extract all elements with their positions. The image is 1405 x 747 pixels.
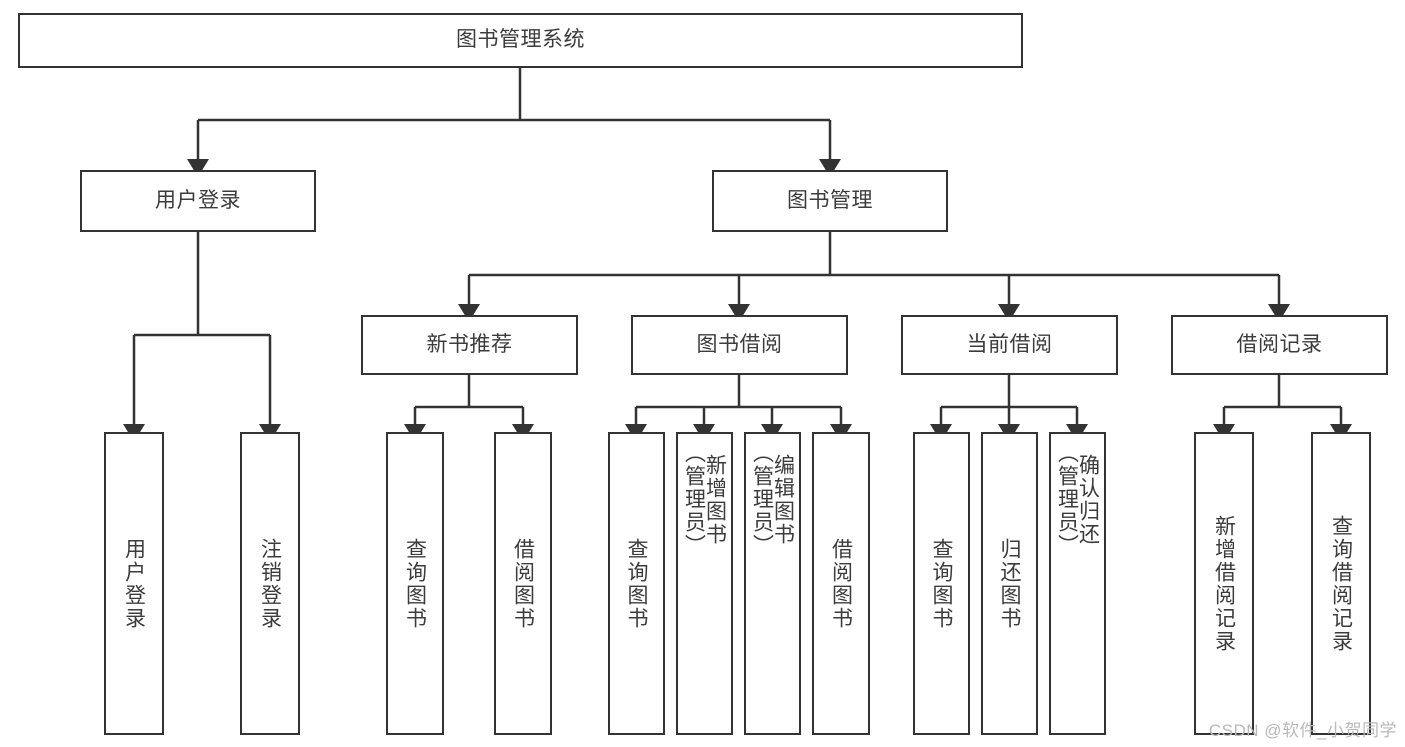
node-book-manage-label: 图书管理 (787, 188, 873, 212)
node-leaf-logout-label: 注销登录 (258, 537, 282, 630)
node-new-book-rec[interactable]: 新书推荐 (361, 315, 578, 375)
node-leaf-edit-book[interactable]: 编辑图书 （管理员） (744, 432, 801, 735)
node-leaf-query-book-2[interactable]: 查询图书 (608, 432, 665, 735)
node-leaf-query-record-label: 查询借阅记录 (1329, 514, 1353, 653)
node-leaf-confirm-return[interactable]: 确认归还 （管理员） (1049, 432, 1106, 735)
node-leaf-confirm-return-label: 确认归还 （管理员） (1055, 442, 1100, 557)
node-leaf-borrow-book-2[interactable]: 借阅图书 (812, 432, 870, 735)
node-current-borrow-label: 当前借阅 (966, 332, 1053, 356)
node-book-manage[interactable]: 图书管理 (712, 170, 948, 232)
node-book-borrow-label: 图书借阅 (696, 332, 783, 356)
node-leaf-borrow-book-1-label: 借阅图书 (511, 537, 535, 630)
node-leaf-return-book[interactable]: 归还图书 (981, 432, 1038, 735)
node-borrow-record-label: 借阅记录 (1236, 332, 1323, 356)
node-leaf-user-login[interactable]: 用户登录 (104, 432, 164, 735)
node-leaf-add-book[interactable]: 新增图书 （管理员） (676, 432, 733, 735)
node-root-label: 图书管理系统 (456, 28, 585, 52)
node-leaf-edit-book-label: 编辑图书 （管理员） (750, 442, 795, 557)
node-leaf-query-book-1[interactable]: 查询图书 (386, 432, 444, 735)
node-leaf-add-record[interactable]: 新增借阅记录 (1194, 432, 1254, 735)
node-leaf-user-login-label: 用户登录 (122, 537, 146, 630)
node-user-login[interactable]: 用户登录 (80, 170, 316, 232)
node-current-borrow[interactable]: 当前借阅 (901, 315, 1118, 375)
node-leaf-query-book-2-label: 查询图书 (625, 537, 648, 630)
node-leaf-query-record[interactable]: 查询借阅记录 (1311, 432, 1371, 735)
node-leaf-borrow-book-1[interactable]: 借阅图书 (494, 432, 552, 735)
node-leaf-return-book-label: 归还图书 (998, 537, 1021, 630)
node-user-login-label: 用户登录 (155, 188, 241, 212)
node-leaf-add-book-label: 新增图书 （管理员） (682, 442, 727, 557)
node-book-borrow[interactable]: 图书借阅 (631, 315, 848, 375)
node-new-book-rec-label: 新书推荐 (426, 332, 513, 356)
node-leaf-query-book-1-label: 查询图书 (403, 537, 427, 630)
node-leaf-query-book-3-label: 查询图书 (930, 537, 953, 630)
node-leaf-logout[interactable]: 注销登录 (240, 432, 300, 735)
node-root[interactable]: 图书管理系统 (18, 13, 1023, 68)
node-leaf-add-record-label: 新增借阅记录 (1212, 514, 1236, 653)
node-leaf-query-book-3[interactable]: 查询图书 (913, 432, 970, 735)
node-leaf-borrow-book-2-label: 借阅图书 (829, 537, 853, 630)
node-borrow-record[interactable]: 借阅记录 (1171, 315, 1388, 375)
